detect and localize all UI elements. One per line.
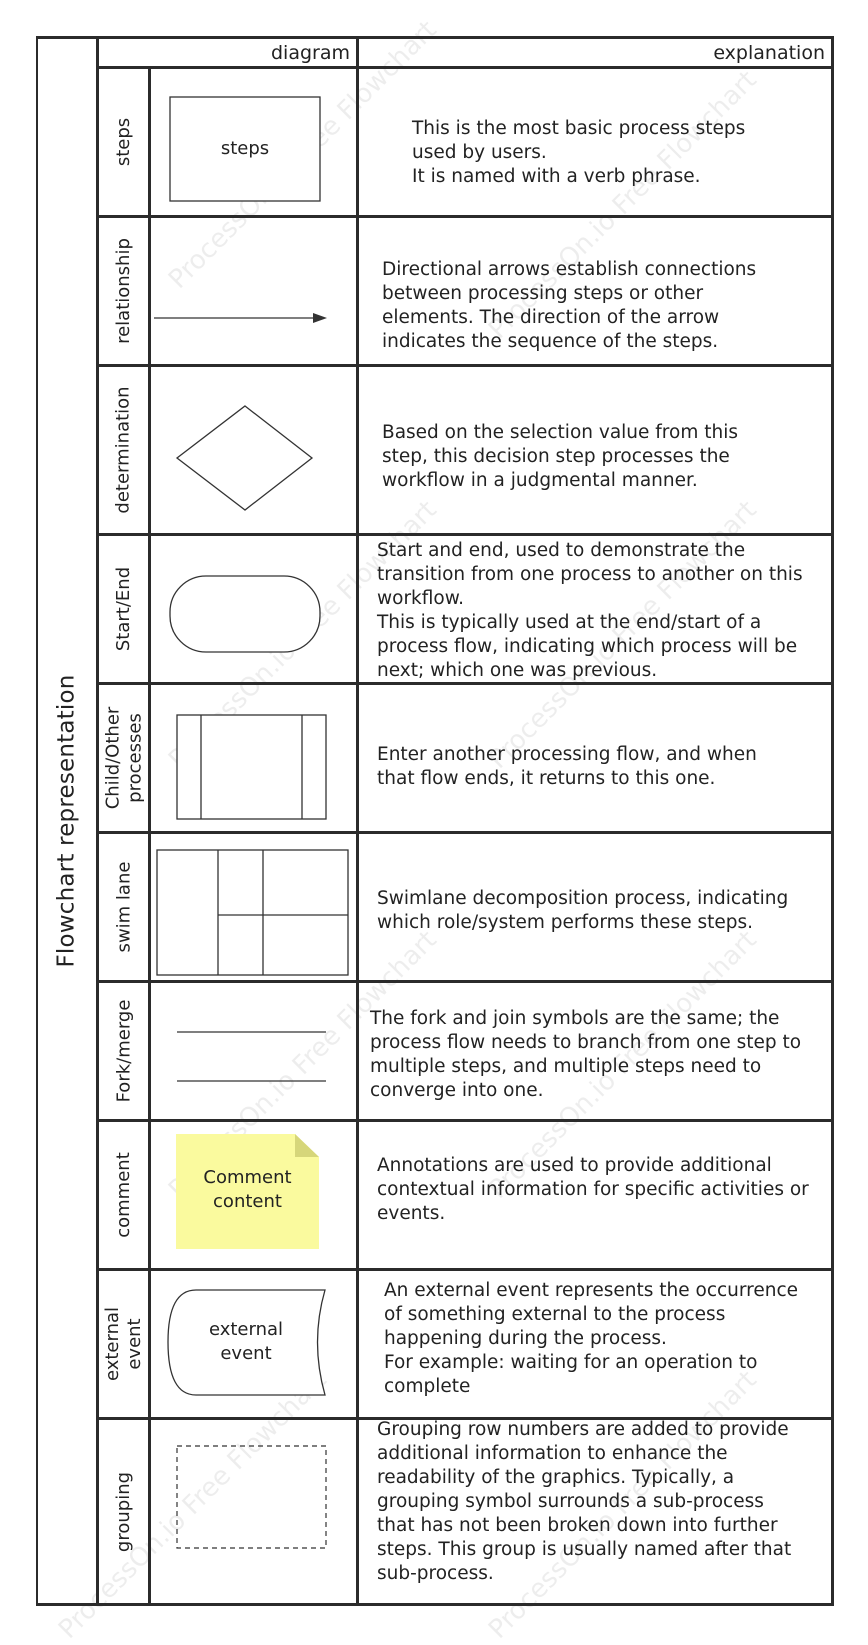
diagram-column-divider [356,36,359,1606]
row-label-fork-merge: Fork/merge [113,999,134,1103]
comment-note-shape: Comment content [150,1121,357,1269]
explanation-external-event: An external event represents the occurre… [384,1280,799,1397]
steps-shape: steps [150,68,357,216]
explanation-fork-merge: The fork and join symbols are the same; … [370,1008,802,1101]
steps-shape-label: steps [220,138,270,159]
table-title-cell: Flowchart representation [38,38,96,1604]
row-divider [96,1268,834,1271]
explanation-child-processes: Enter another processing flow, and when … [377,744,757,789]
label-column-divider [148,67,151,1606]
explanation-start-end: Start and end, used to demonstrate the t… [377,540,803,681]
explanation-grouping: Grouping row numbers are added to provid… [377,1419,792,1584]
table-border-right [831,36,834,1606]
table-border-top [36,36,834,39]
header-explanation: explanation [713,42,825,64]
row-label-grouping: grouping [113,1471,134,1552]
explanation-swim-lane: Swimlane decomposition process, indicati… [377,888,789,933]
row-label-start-end: Start/End [113,566,134,652]
grouping-shape [150,1419,357,1604]
fork-merge-shape [150,982,357,1120]
external-event-label: external event [208,1319,284,1364]
explanation-determination: Based on the selection value from this s… [382,422,738,491]
row-divider [96,831,834,834]
row-divider [96,533,834,536]
arrow-shape [150,217,357,365]
explanation-relationship: Directional arrows establish connections… [382,259,757,352]
row-divider [96,980,834,983]
row-divider [96,364,834,367]
table-border-bottom [36,1603,834,1606]
subprocess-shape [150,684,357,832]
row-label-determination: determination [113,386,135,514]
title-column-divider [96,36,99,1606]
table-title: Flowchart representation [54,674,80,968]
row-label-comment: comment [113,1152,134,1238]
row-divider [96,1417,834,1420]
row-label-swim-lane: swim lane [113,861,134,953]
row-label-relationship: relationship [113,238,134,344]
row-label-child-processes: Child/Other processes [102,706,146,810]
comment-note-label: Comment content [203,1167,292,1212]
diamond-shape [150,366,357,534]
row-label-external-event: external event [102,1306,146,1382]
explanation-steps: This is the most basic process steps use… [412,118,746,187]
external-event-shape: external event [150,1270,357,1418]
terminator-shape [150,535,357,683]
row-divider [96,215,834,218]
header-diagram: diagram [270,42,350,64]
row-divider [96,682,834,685]
explanation-comment: Annotations are used to provide addition… [377,1155,809,1224]
row-divider [96,1119,834,1122]
row-label-steps: steps [112,117,134,167]
table-border-left [36,36,38,1606]
row-divider [96,66,834,69]
swimlane-shape [150,833,357,981]
